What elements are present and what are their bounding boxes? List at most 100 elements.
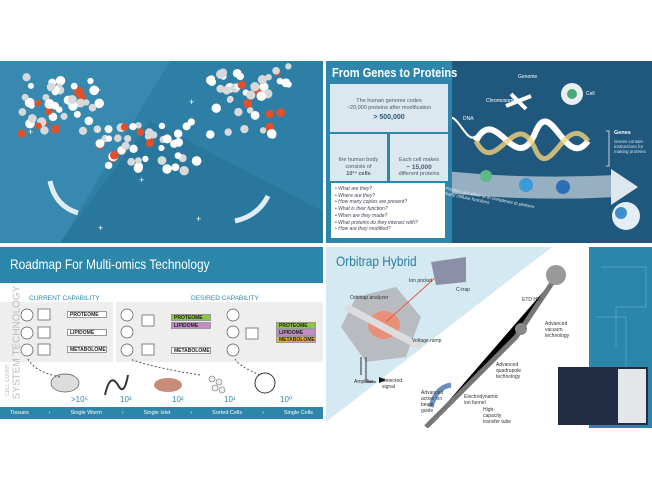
chevron-right-icon: › [190,410,193,416]
atom [206,130,215,139]
atom [232,68,242,78]
fact-text: the human body [338,157,379,163]
atom [42,94,50,101]
detected-signal-label: Detected signal [382,378,403,390]
transfer-tube-label: High-capacity transfer tube [483,407,512,425]
question-item: What are they? [335,186,441,193]
atom [136,128,145,136]
fact-text: Each cell makes [398,157,440,163]
question-item: What is their function? [335,206,441,213]
atom [145,139,154,148]
atom [265,73,272,81]
panel-header: Roadmap For Multi-omics Technology [0,247,323,283]
atom [48,112,58,122]
atom [240,124,249,134]
atom [222,85,232,95]
atom [272,66,280,75]
worm-icon [104,374,129,396]
fact-text: The human genome codes [356,98,422,104]
lipidome-bar: LIPIDOME [276,329,316,336]
atom [276,77,284,85]
atom [257,75,267,85]
body-cells-fact-box: the human body consists of 10¹⁴ cells [330,134,387,181]
cells-icon [208,375,226,394]
chevron-right-icon: › [121,410,124,416]
cell-count: 10³ [120,395,132,404]
atom [265,122,275,132]
atom [224,128,232,136]
atom [21,93,29,101]
atom [135,122,142,129]
atom [237,80,247,90]
question-item: When are they made? [335,213,441,220]
atom [157,156,167,165]
scale-nav-bar: Tissues› Single Worm› Single Islet› Sort… [0,407,323,419]
atom [256,91,267,101]
atom [109,150,119,160]
ion-funnel-label: Electrodynamic ion funnel [464,394,499,406]
fact-text: consists of [345,164,372,170]
charge-label: + [98,223,104,233]
atom [88,103,97,112]
atom [171,163,180,172]
atom [78,126,88,135]
atom [121,141,130,150]
atom [205,76,215,85]
atom [162,134,172,144]
atom [144,132,152,140]
orbitrap-panel: Orbitrap Hybrid Ion pocket C-trap Orbitr… [326,247,652,428]
atom [246,106,254,114]
atom [104,161,113,170]
islet-icon [154,378,182,392]
atom [265,109,274,119]
dna-illustration [434,83,640,230]
atom [46,82,56,92]
vacuum-label: Advanced vacuum technology [545,321,570,339]
atom [226,96,233,103]
atom [44,107,53,116]
atom [259,82,269,92]
atom [74,87,84,97]
atom [94,98,104,109]
proteome-bar: PROTEOME [171,314,211,321]
genome-label: Genome [518,74,538,80]
atom [28,102,35,109]
nav-item: Sorted Cells [212,410,243,416]
atom [84,116,94,126]
voltage-ramp-label: Voltage ramp [412,338,442,344]
atom [211,103,221,113]
atom [22,73,31,82]
multiomics-roadmap-panel: Roadmap For Multi-omics Technology CURRE… [0,247,323,428]
atom [234,107,243,117]
quadrupole-label: Advanced quadrupole technology [496,362,522,380]
atom [104,125,113,134]
amplifier-label: Amplifier [354,379,374,385]
single-cell-icon [254,372,276,394]
charge-label: + [95,126,101,136]
charge-label: + [139,175,145,185]
cell-count: 10¹ [224,395,236,404]
cell-count: 10² [172,395,184,404]
atom [44,99,55,109]
chevron-right-icon: › [262,410,264,416]
nav-item: Single Islet [143,410,171,416]
atom [27,82,34,89]
genes-label: Genes [614,130,631,136]
atom [51,124,60,134]
atom [276,108,286,118]
atom [173,129,183,139]
chromosomes-label: Chromosomes [486,98,519,104]
cell-count: >10⁵ [71,395,88,404]
atom [285,63,292,70]
facts-sidebar: From Genes to Proteins The human genome … [326,61,457,243]
atom [129,122,137,131]
arrow-icon [47,180,79,216]
atom [34,99,42,107]
cell-count: 10⁰ [280,395,293,404]
atom [76,98,85,108]
atom [285,81,292,88]
atom [35,122,42,130]
atom [158,122,166,130]
atom [129,144,138,153]
nav-item: Single Cells [283,410,313,416]
